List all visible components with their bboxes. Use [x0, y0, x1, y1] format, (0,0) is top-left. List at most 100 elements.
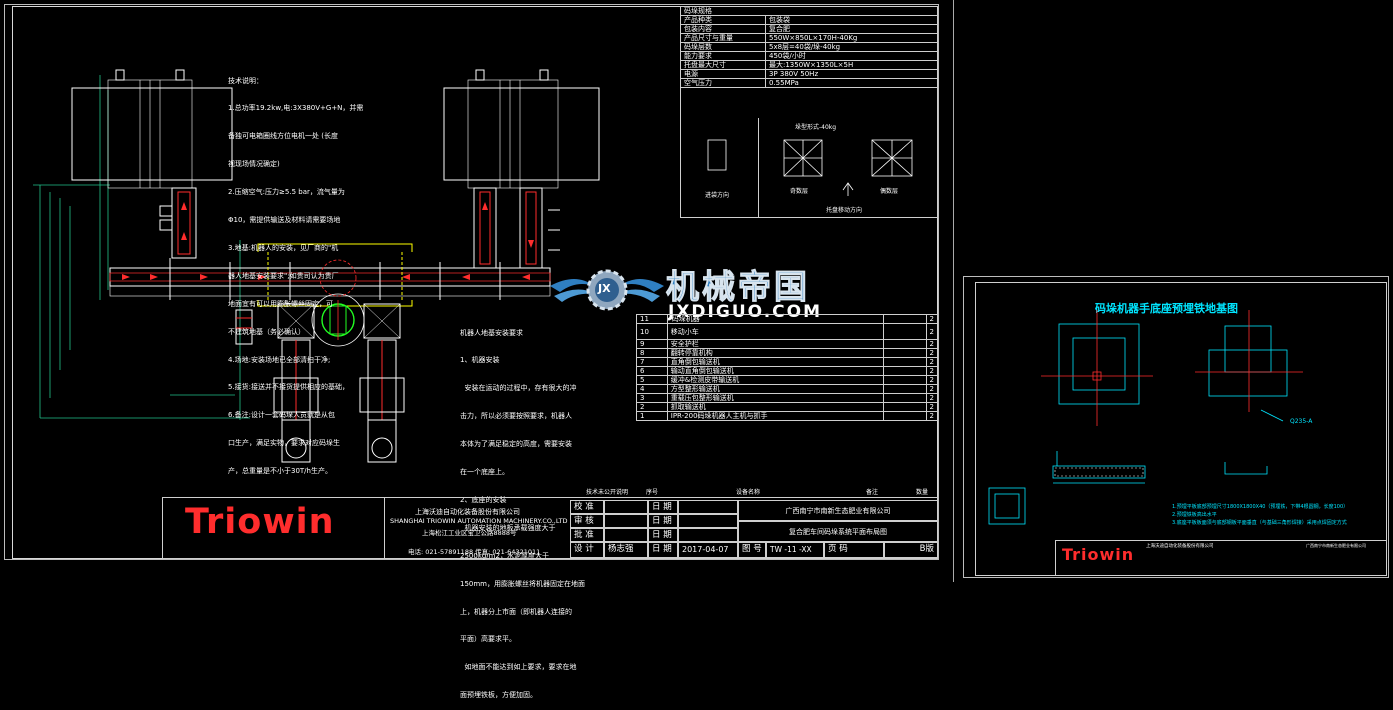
company-name-cn: 上海沃迪自动化装备股份有限公司 [415, 508, 520, 516]
design-label: 设 计 [570, 542, 604, 558]
watermark-title: 机械帝国 [666, 267, 810, 307]
robot-foundation-title: 机器人地基安装要求 [460, 328, 523, 337]
foundation-note-line: 面预埋铁板，方便加固。 [460, 691, 537, 700]
company-name-en: SHANGHAI TRIOWIN AUTOMATION MACHINERY.CO… [390, 517, 568, 525]
approve-value [604, 528, 648, 542]
version-label: B版 [884, 542, 938, 558]
main-drawing-sheet [4, 4, 939, 560]
foundation-drawing-sheet [963, 276, 1389, 578]
technical-note-line: 4.场地:安装场地已全部清扫干净; [228, 355, 331, 364]
foundation-note-line: 2500kg/m2，水泥厚度大于 [460, 551, 549, 560]
technical-note-line: 视现场情况确定) [228, 160, 280, 169]
foundation-note-line: 机器安装的地板承载强度大于 [460, 523, 556, 532]
odd-layer-label: 奇数层 [790, 188, 809, 195]
pallet-flow-label: 托盘移动方向 [826, 207, 863, 214]
foundation-title: 码垛机器手底座预埋铁地基图 [1095, 302, 1238, 315]
technical-notes: 技术说明： 1.总功率19.2kw,电:3X380V+G+N，并需 备独可电箱圈… [228, 58, 378, 486]
technical-note-line: 口生产，满足实物，要求对应码垛生 [228, 439, 340, 448]
foundation-note-line: 1、机器安装 [460, 356, 500, 365]
technical-note-line: 器人地基安装要求";如贵司认为贵厂 [228, 271, 339, 280]
foundation-note-line: 2、底座的安装 [460, 495, 507, 504]
designer-name: 杨志强 [604, 542, 648, 558]
foundation-note-line: 上，机器分上市面（即机器人连接的 [460, 607, 572, 616]
technical-note-line: 产，总重量是不小于30T/h生产。 [228, 467, 332, 476]
date-label: 日 期 [648, 542, 678, 558]
foundation-note-line: 安装在运动的过程中，存有很大的冲 [460, 384, 577, 393]
technical-note-line: 地面宜有可以用膨胀螺丝固定，可 [228, 299, 333, 308]
small-company-name: 上海沃迪自动化装备股份有限公司 [1146, 544, 1214, 549]
approve-label: 批 准 [570, 528, 604, 542]
verify-date [678, 514, 738, 528]
small-triowin-logo: Triowin [1062, 545, 1135, 564]
check-date [678, 500, 738, 514]
foundation-note-line: 平面）高要求平。 [460, 635, 516, 644]
foundation-notes: 1.预埋平板底部预埋尺寸1800X1800X40（预埋铁，下带4根圆钢，长度10… [1172, 503, 1348, 527]
bom-header-note: 技术未公开说明 [586, 489, 629, 496]
verify-value [604, 514, 648, 528]
bom-header-index: 序号 [646, 489, 659, 496]
foundation-note-line: 150mm，用膨胀螺丝将机器固定在地面 [460, 579, 585, 588]
small-title-block [1055, 540, 1387, 576]
foundation-drawing [988, 310, 1303, 525]
technical-note-line: 6.备注:设计一套码垛人员就是从包 [228, 411, 336, 420]
date-label: 日 期 [648, 528, 678, 542]
technical-note-line: 3.地基:机器人的安装，见厂商的"机 [228, 243, 339, 252]
page-number-label: 页 码 [824, 542, 884, 558]
even-layer-label: 偶数层 [880, 188, 899, 195]
bom-header-qty: 数量 [916, 489, 929, 496]
watermark-logo-letters: JX [598, 282, 611, 295]
date-label: 日 期 [648, 500, 678, 514]
gear-wings-logo-icon [550, 269, 664, 311]
company-address: 上海松江工业区宝卫公路8888号 [422, 529, 517, 537]
project-title: 复合肥车间码垛系统平面布局图 [738, 521, 938, 542]
spec-table-title: 码垛规格 [680, 6, 938, 16]
check-value [604, 500, 648, 514]
verify-label: 审 核 [570, 514, 604, 528]
title-block-logo-divider [384, 497, 385, 559]
technical-note-line: 2.压缩空气:压力≥5.5 bar，流气量为 [228, 188, 345, 197]
triowin-logo: Triowin [185, 502, 335, 542]
check-label: 校 准 [570, 500, 604, 514]
technical-note-line: 5.接货:接送并不接货提供相应的基础， [228, 383, 350, 392]
spec-divider [680, 118, 759, 218]
drawing-no-label: 图 号 [738, 542, 766, 558]
technical-notes-title: 技术说明： [228, 76, 263, 85]
date-label: 日 期 [648, 514, 678, 528]
steel-grade-label: Q235-A [1290, 418, 1313, 425]
foundation-note: 3.底座平板板面须与底部钢板平面垂直（与基础三角形焊接）采用点焊固定方式 [1172, 520, 1347, 526]
foundation-note-line: 击力，所以必须要按照要求，机器人 [460, 412, 572, 421]
foundation-note: 1.预埋平板底部预埋尺寸1800X1800X40（预埋铁，下带4根圆钢，长度10… [1172, 504, 1349, 510]
drawing-no: TW -11 -XX [766, 542, 824, 558]
bom-header-name: 设备名称 [736, 489, 761, 496]
company-phone: 电话: 021-57891188 传真: 021-64321011 [408, 548, 541, 556]
technical-note-line: Φ10，需提供输送及材料请需要场地 [228, 216, 341, 225]
sheet-separator [953, 0, 954, 582]
technical-note-line: 不建筑地基（务必确认） [228, 327, 305, 336]
design-date: 2017-04-07 [678, 542, 738, 558]
foundation-note-line: 如地面不能达到如上要求，要求在地 [460, 663, 577, 672]
approve-date [678, 528, 738, 542]
technical-note-line: 1.总功率19.2kw,电:3X380V+G+N，并需 [228, 104, 364, 113]
table-row: 产品种类包装袋 [680, 15, 938, 25]
table-row: 包装内容复合肥 [680, 24, 938, 34]
layout-plan-drawing [33, 69, 913, 463]
bag-in-direction-label: 进袋方向 [705, 192, 730, 199]
foundation-note-line: 本体为了满足稳定的高度，需要安装 [460, 440, 572, 449]
bom-header-remark: 备注 [866, 489, 879, 496]
customer-name: 广西南宁市南新生态肥业有限公司 [738, 500, 938, 521]
